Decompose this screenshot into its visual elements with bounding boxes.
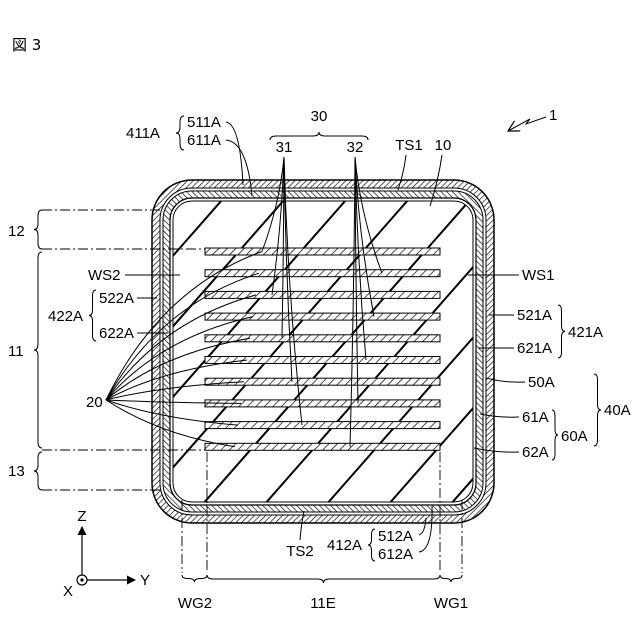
x-axis-dot bbox=[80, 578, 83, 581]
brace-411a bbox=[176, 116, 184, 150]
leader-1-arrow bbox=[508, 117, 546, 131]
axis-label-x: X bbox=[63, 583, 73, 600]
label-ws2: WS2 bbox=[88, 267, 121, 284]
brace-12 bbox=[34, 210, 42, 249]
label-13: 13 bbox=[8, 463, 25, 480]
label-wg1: WG1 bbox=[434, 595, 468, 612]
brace-40a bbox=[594, 374, 601, 446]
label-611a: 611A bbox=[187, 132, 221, 149]
label-ts1: TS1 bbox=[395, 137, 423, 154]
electrode-plate bbox=[205, 270, 440, 277]
figure-label: 図 3 bbox=[12, 36, 41, 54]
label-30: 30 bbox=[311, 108, 328, 125]
leader-511a bbox=[226, 122, 243, 185]
electrode-plate bbox=[205, 248, 440, 255]
label-60a: 60A bbox=[561, 428, 588, 445]
label-12: 12 bbox=[8, 223, 25, 240]
electrode-plate bbox=[205, 422, 440, 429]
label-1: 1 bbox=[549, 107, 557, 124]
label-61a: 61A bbox=[522, 409, 549, 426]
label-11: 11 bbox=[8, 343, 24, 360]
brace-11 bbox=[34, 252, 42, 448]
label-50a: 50A bbox=[528, 374, 555, 391]
label-412a: 412A bbox=[327, 537, 362, 554]
label-32: 32 bbox=[347, 139, 364, 156]
label-512a: 512A bbox=[378, 528, 413, 545]
label-522a: 522A bbox=[99, 290, 134, 307]
brace-11e bbox=[207, 575, 440, 583]
brace-wg2 bbox=[182, 575, 207, 582]
label-20: 20 bbox=[86, 394, 103, 411]
brace-412a bbox=[368, 529, 375, 561]
brace-60a bbox=[552, 410, 558, 460]
label-622a: 622A bbox=[99, 325, 134, 342]
brace-421a bbox=[558, 305, 565, 358]
electrode-plate bbox=[205, 443, 440, 450]
label-621a: 621A bbox=[517, 340, 552, 357]
electrode-plate bbox=[205, 291, 440, 298]
brace-wg1 bbox=[440, 575, 462, 582]
label-612a: 612A bbox=[378, 546, 413, 563]
label-ts2: TS2 bbox=[286, 543, 314, 560]
brace-13 bbox=[34, 452, 42, 490]
label-422a: 422A bbox=[48, 308, 83, 325]
label-511a: 511A bbox=[187, 114, 221, 131]
coordinate-axes: Z X Y bbox=[63, 508, 150, 600]
label-521a: 521A bbox=[517, 307, 552, 324]
electrode-plate bbox=[205, 357, 440, 364]
label-421a: 421A bbox=[568, 324, 603, 341]
axis-label-y: Y bbox=[140, 572, 150, 589]
axis-label-z: Z bbox=[77, 508, 86, 525]
casing-inner-boundary bbox=[173, 201, 473, 502]
electrode-plate bbox=[205, 313, 440, 320]
label-11e: 11E bbox=[310, 595, 336, 612]
label-411a: 411A bbox=[126, 125, 160, 142]
label-62a: 62A bbox=[522, 444, 549, 461]
label-10: 10 bbox=[435, 137, 452, 154]
brace-422a bbox=[89, 290, 96, 341]
label-40a: 40A bbox=[604, 402, 631, 419]
label-wg2: WG2 bbox=[178, 595, 212, 612]
label-ws1: WS1 bbox=[522, 267, 555, 284]
electrode-plate bbox=[205, 335, 440, 342]
label-31: 31 bbox=[276, 139, 293, 156]
